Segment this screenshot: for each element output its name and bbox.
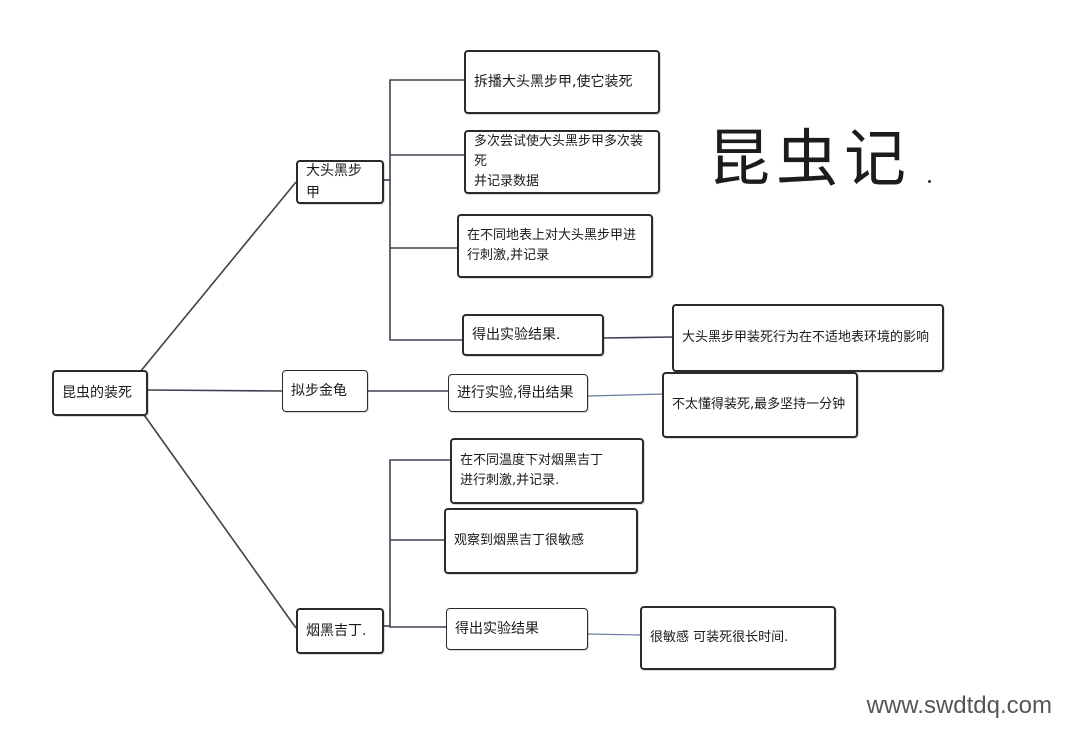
- beetle-result-label: 大头黑步甲装死行为在不适地表环境的影响: [682, 330, 930, 345]
- connector-beetle-bracket: [389, 79, 465, 341]
- beetle-step-3-label: 在不同地表上对大头黑步甲进 行刺激,并记录: [467, 228, 637, 263]
- beetle-result: 大头黑步甲装死行为在不适地表环境的影响: [672, 304, 944, 372]
- weevil-step-1-label: 进行实验,得出结果: [457, 385, 574, 401]
- weevil-result-label: 不太懂得装死,最多坚持一分钟: [672, 397, 846, 412]
- watermark: www.swdtdq.com: [856, 688, 1062, 724]
- title-dot: [928, 180, 931, 183]
- page-title: 昆虫记: [708, 122, 913, 195]
- borer-result-label: 很敏感 可装死很长时间.: [650, 630, 789, 645]
- branch-node-borer: 烟黑吉丁.: [296, 608, 384, 654]
- borer-result: 很敏感 可装死很长时间.: [640, 606, 836, 670]
- borer-step-3: 得出实验结果: [446, 608, 588, 650]
- root-node: 昆虫的装死: [52, 370, 148, 416]
- borer-step-2-label: 观察到烟黑吉丁很敏感: [454, 533, 585, 548]
- beetle-step-2-label: 多次尝试使大头黑步甲多次装死 并记录数据: [474, 134, 644, 189]
- connector-borer-bracket: [389, 459, 450, 628]
- weevil-result: 不太懂得装死,最多坚持一分钟: [662, 372, 858, 438]
- beetle-step-3: 在不同地表上对大头黑步甲进 行刺激,并记录: [457, 214, 653, 278]
- beetle-step-1-label: 拆播大头黑步甲,使它装死: [474, 74, 633, 90]
- connector-root-borer: [141, 411, 297, 629]
- connector-borer-result: [587, 633, 641, 636]
- borer-step-3-label: 得出实验结果: [455, 621, 539, 637]
- branch-node-beetle: 大头黑步甲: [296, 160, 384, 204]
- branch-node-borer-label: 烟黑吉丁.: [306, 623, 367, 639]
- connector-root-weevil: [147, 389, 283, 392]
- borer-step-1: 在不同温度下对烟黑吉丁 进行刺激,并记录.: [450, 438, 644, 504]
- borer-step-2: 观察到烟黑吉丁很敏感: [444, 508, 638, 574]
- beetle-step-1: 拆播大头黑步甲,使它装死: [464, 50, 660, 114]
- branch-node-beetle-label: 大头黑步甲: [306, 163, 362, 201]
- weevil-step-1: 进行实验,得出结果: [448, 374, 588, 412]
- root-node-label: 昆虫的装死: [62, 385, 132, 401]
- beetle-step-4-label: 得出实验结果.: [472, 327, 561, 343]
- beetle-step-4: 得出实验结果.: [462, 314, 604, 356]
- borer-step-1-label: 在不同温度下对烟黑吉丁 进行刺激,并记录.: [460, 453, 604, 488]
- connector-weevil-result: [587, 393, 665, 397]
- branch-node-weevil: 拟步金龟: [282, 370, 368, 412]
- beetle-step-2: 多次尝试使大头黑步甲多次装死 并记录数据: [464, 130, 660, 194]
- connector-root-beetle: [139, 181, 297, 373]
- branch-node-weevil-label: 拟步金龟: [291, 383, 347, 399]
- connector-beetle-result: [601, 336, 675, 339]
